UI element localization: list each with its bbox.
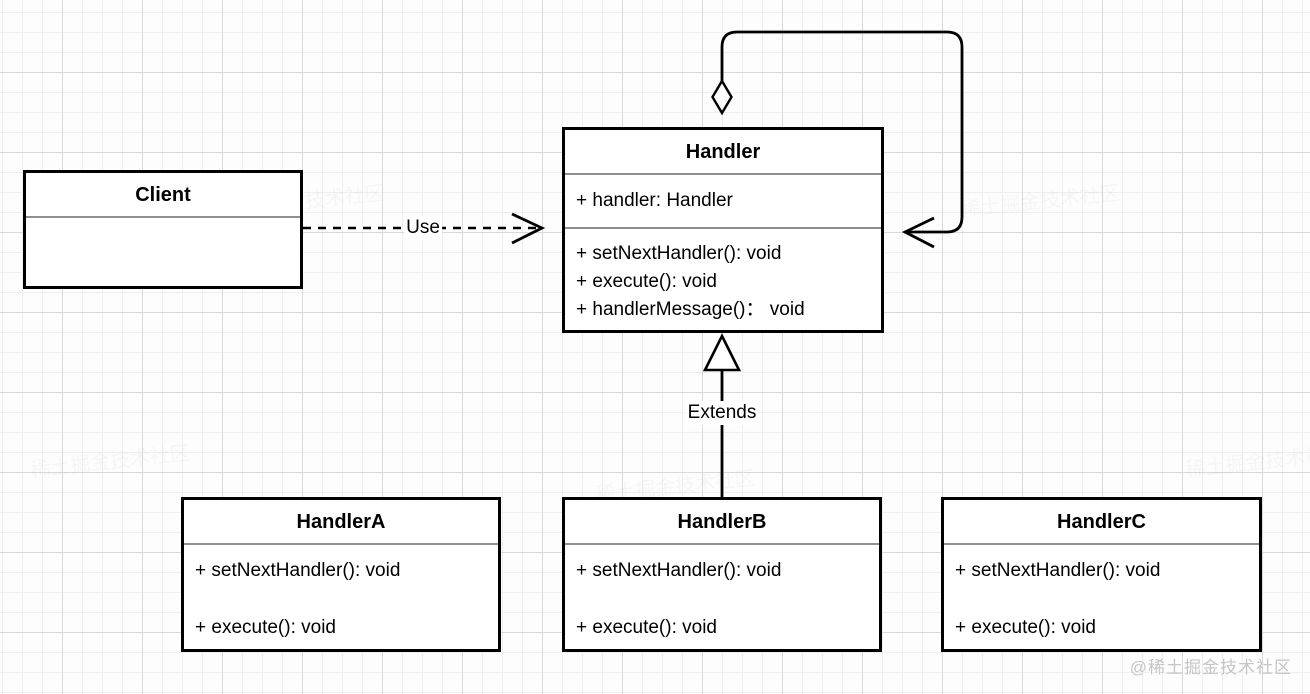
class-methods-handlerB: + setNextHandler(): void + execute(): vo… [565, 545, 879, 642]
method-item: + execute(): void [195, 617, 336, 638]
edge-label-extends: Extends [685, 401, 759, 425]
method-item: + setNextHandler(): void [576, 560, 782, 581]
aggregation-self-loop-arrow [711, 30, 964, 249]
dependency-arrow-use [303, 212, 546, 245]
class-methods-handler: + setNextHandler(): void + execute(): vo… [565, 229, 881, 324]
method-item: + setNextHandler(): void [955, 560, 1161, 581]
method-item: + setNextHandler(): void [195, 560, 401, 581]
generalization-arrow-extends [702, 333, 742, 497]
class-title-handler: Handler [565, 130, 881, 175]
class-box-handlerC: HandlerC + setNextHandler(): void + exec… [941, 497, 1262, 652]
class-box-handlerB: HandlerB + setNextHandler(): void + exec… [562, 497, 882, 652]
generalization-triangle-icon [702, 333, 742, 372]
method-item: + handlerMessage()： void [576, 299, 805, 320]
method-item: + execute(): void [576, 617, 717, 638]
class-attributes-handler: + handler: Handler [565, 175, 881, 229]
class-box-handler: Handler + handler: Handler + setNextHand… [562, 127, 884, 333]
class-title-handlerB: HandlerB [565, 500, 879, 545]
method-item: + execute(): void [576, 271, 717, 292]
class-body-client [26, 218, 300, 284]
attribute-item: + handler: Handler [576, 190, 733, 211]
class-title-handlerC: HandlerC [944, 500, 1259, 545]
edge-label-use: Use [404, 216, 442, 240]
class-title-client: Client [26, 173, 300, 218]
class-box-client: Client [23, 170, 303, 289]
class-title-handlerA: HandlerA [184, 500, 498, 545]
class-box-handlerA: HandlerA + setNextHandler(): void + exec… [181, 497, 501, 652]
class-methods-handlerA: + setNextHandler(): void + execute(): vo… [184, 545, 498, 642]
aggregation-diamond-icon [711, 78, 733, 116]
method-item: + execute(): void [955, 617, 1096, 638]
method-item: + setNextHandler(): void [576, 243, 782, 264]
class-methods-handlerC: + setNextHandler(): void + execute(): vo… [944, 545, 1259, 642]
brand-watermark: @稀土掘金技术社区 [1129, 658, 1292, 677]
